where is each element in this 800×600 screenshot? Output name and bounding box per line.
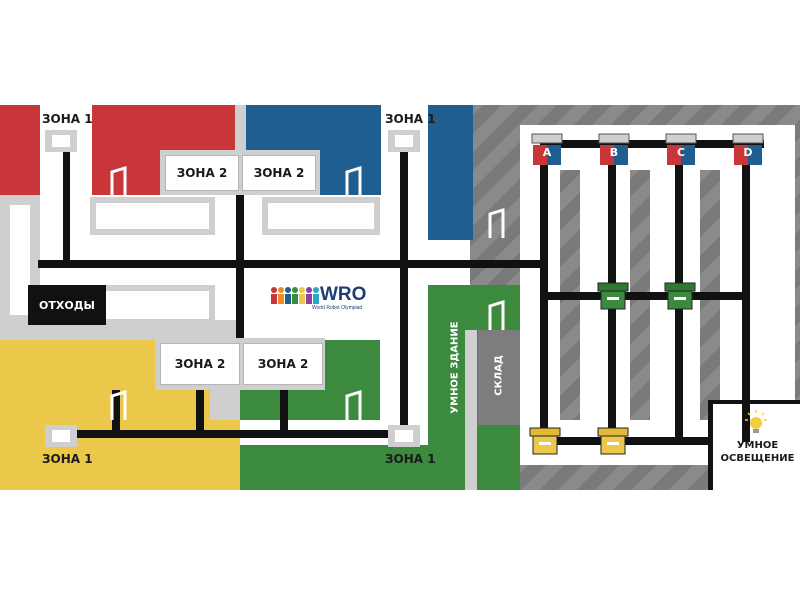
door-icons [110, 165, 505, 420]
box-icon [664, 282, 696, 310]
station-a-label: A [542, 146, 552, 159]
door-icon [345, 165, 362, 196]
door-icon [488, 299, 505, 330]
zone1-label-top-right: ЗОНА 1 [385, 112, 436, 126]
smart-lighting-label-2: ОСВЕЩЕНИЕ [720, 453, 795, 464]
box-icons [529, 282, 696, 455]
door-icon [110, 389, 127, 420]
red-zone-left [0, 105, 40, 195]
wro-logo-subtitle: World Robot Olympiad [312, 305, 363, 311]
light-bulb-icon [745, 410, 767, 433]
blue-zone-right [428, 105, 473, 240]
station-b-label: B [609, 146, 619, 159]
box-icon [597, 282, 629, 310]
zone2-bottom-left: ЗОНА 2 [160, 343, 240, 385]
zone1-label-bottom-left: ЗОНА 1 [42, 452, 93, 466]
zone1-label-top-left: ЗОНА 1 [42, 112, 93, 126]
station-blocks [531, 133, 764, 165]
zone2-top-right: ЗОНА 2 [242, 155, 316, 191]
wro-logo-text: WRO [320, 284, 367, 305]
smart-lighting-label-1: УМНОЕ [736, 440, 779, 451]
box-icon [529, 427, 561, 455]
zone2-bottom-right: ЗОНА 2 [243, 343, 323, 385]
waste-label: ОТХОДЫ [39, 298, 95, 312]
zone1-markers [45, 130, 420, 447]
zone1-label-bottom-right: ЗОНА 1 [385, 452, 436, 466]
people-chain-icon [271, 287, 319, 304]
station-c-label: C [676, 146, 686, 159]
door-icon [488, 207, 505, 238]
smart-building-label: УМНОЕ ЗДАНИЕ [449, 321, 461, 414]
waste-area: ОТХОДЫ [28, 285, 106, 325]
green-zone-bottom [240, 445, 465, 490]
zone2-top-left: ЗОНА 2 [165, 155, 239, 191]
door-icon [345, 389, 362, 420]
door-icon [110, 165, 127, 196]
station-d-label: D [743, 146, 753, 159]
box-icon [597, 427, 629, 455]
warehouse-label: СКЛАД [493, 355, 505, 396]
